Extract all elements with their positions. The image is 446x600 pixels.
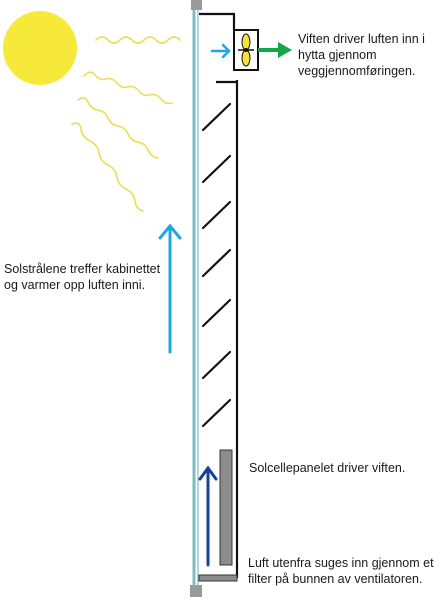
glass-pane — [192, 10, 199, 586]
sun-caption: Solstrålene treffer kabinettet og varmer… — [4, 261, 164, 293]
sun-caption-line: og varmer opp luften inni. — [4, 278, 146, 292]
air-intake-caption: Luft utenfra suges inn gjennom et filter… — [248, 555, 446, 587]
sun-rays — [71, 36, 181, 212]
air-intake-arrow — [198, 465, 218, 567]
solar-panel — [219, 449, 233, 566]
air-into-cabin-arrow — [258, 42, 292, 58]
solar-panel-caption: Solcellepanelet driver viften. — [249, 460, 439, 476]
fan-caption-line: veggjennomføringen. — [298, 64, 416, 78]
absorber-slats — [201, 102, 232, 428]
sun-caption-line: Solstrålene treffer kabinettet — [4, 262, 161, 276]
top-end-cap — [191, 0, 202, 10]
intake-filter — [198, 574, 238, 582]
air-intake-caption-line: filter på bunnen av ventilatoren. — [248, 572, 423, 586]
warm-air-rising-arrow — [158, 223, 182, 354]
solar-panel-caption-line: Solcellepanelet driver viften. — [249, 461, 406, 475]
fan-caption-line: hytta gjennom — [298, 48, 377, 62]
sun-icon — [3, 11, 77, 85]
fan-caption-line: Viften driver luften inn i — [298, 32, 425, 46]
bottom-end-cap — [190, 585, 202, 597]
air-into-fan-arrow — [210, 43, 231, 59]
fan-icon — [238, 33, 254, 67]
air-intake-caption-line: Luft utenfra suges inn gjennom et — [248, 556, 434, 570]
fan-caption: Viften driver luften inn i hytta gjennom… — [298, 31, 446, 79]
